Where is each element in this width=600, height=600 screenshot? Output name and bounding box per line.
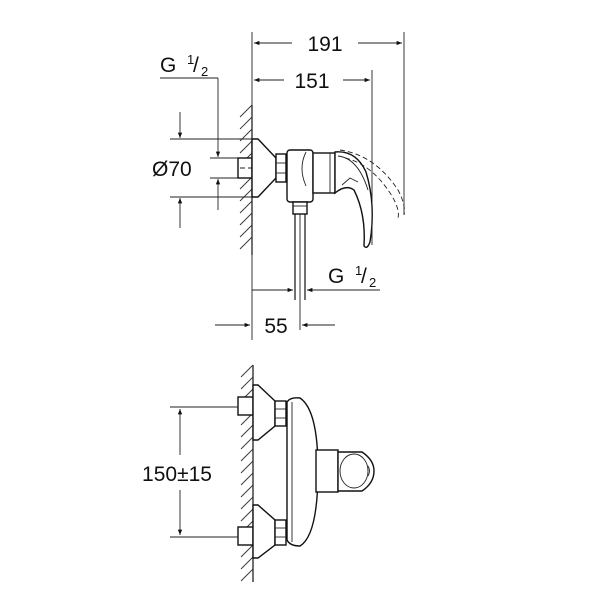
dimension-inlet-thread: G 1 / 2 bbox=[160, 52, 238, 210]
cartridge-front bbox=[315, 449, 339, 493]
fraction-slash: / bbox=[361, 265, 367, 288]
dim-191-label: 191 bbox=[307, 33, 342, 56]
lower-nut bbox=[274, 519, 287, 546]
fraction-slash: / bbox=[193, 54, 199, 77]
dim-55-label: 55 bbox=[264, 315, 287, 338]
dimension-151: 151 bbox=[253, 70, 373, 245]
dim-150-label: 150±15 bbox=[142, 463, 212, 486]
escutcheon bbox=[251, 138, 277, 198]
wall-hatch bbox=[239, 104, 253, 255]
dimension-escutcheon-diameter: Ø70 bbox=[152, 112, 252, 228]
lower-inlet-fitting bbox=[237, 526, 254, 546]
inlet-thread-num: 1 bbox=[187, 52, 194, 67]
dimension-outlet-thread: G 1 / 2 bbox=[251, 255, 380, 340]
front-view: 150±15 bbox=[142, 364, 375, 582]
outlet-thread-prefix: G bbox=[328, 265, 344, 288]
cartridge-housing bbox=[312, 152, 336, 194]
side-view: 191 151 G 1 / 2 Ø70 bbox=[152, 32, 405, 340]
lever-handle bbox=[334, 151, 373, 249]
mixer-body bbox=[286, 149, 314, 203]
dimension-150: 150±15 bbox=[142, 406, 238, 538]
connection-nut bbox=[275, 153, 287, 183]
inlet-thread-den: 2 bbox=[201, 64, 208, 79]
inlet-thread-prefix: G bbox=[160, 54, 176, 77]
dim-diameter-label: Ø70 bbox=[152, 158, 192, 181]
upper-escutcheon bbox=[252, 384, 276, 441]
dim-151-label: 151 bbox=[294, 70, 329, 93]
lever-knob-front bbox=[337, 451, 375, 492]
dimension-55: 55 bbox=[215, 315, 335, 338]
upper-inlet-fitting bbox=[237, 396, 254, 416]
outlet-thread-den: 2 bbox=[369, 275, 376, 290]
outlet-thread-num: 1 bbox=[355, 263, 362, 278]
dimension-191: 191 bbox=[251, 32, 405, 215]
lower-escutcheon bbox=[252, 504, 276, 559]
upper-nut bbox=[274, 400, 287, 427]
outlet-nut bbox=[292, 201, 308, 215]
